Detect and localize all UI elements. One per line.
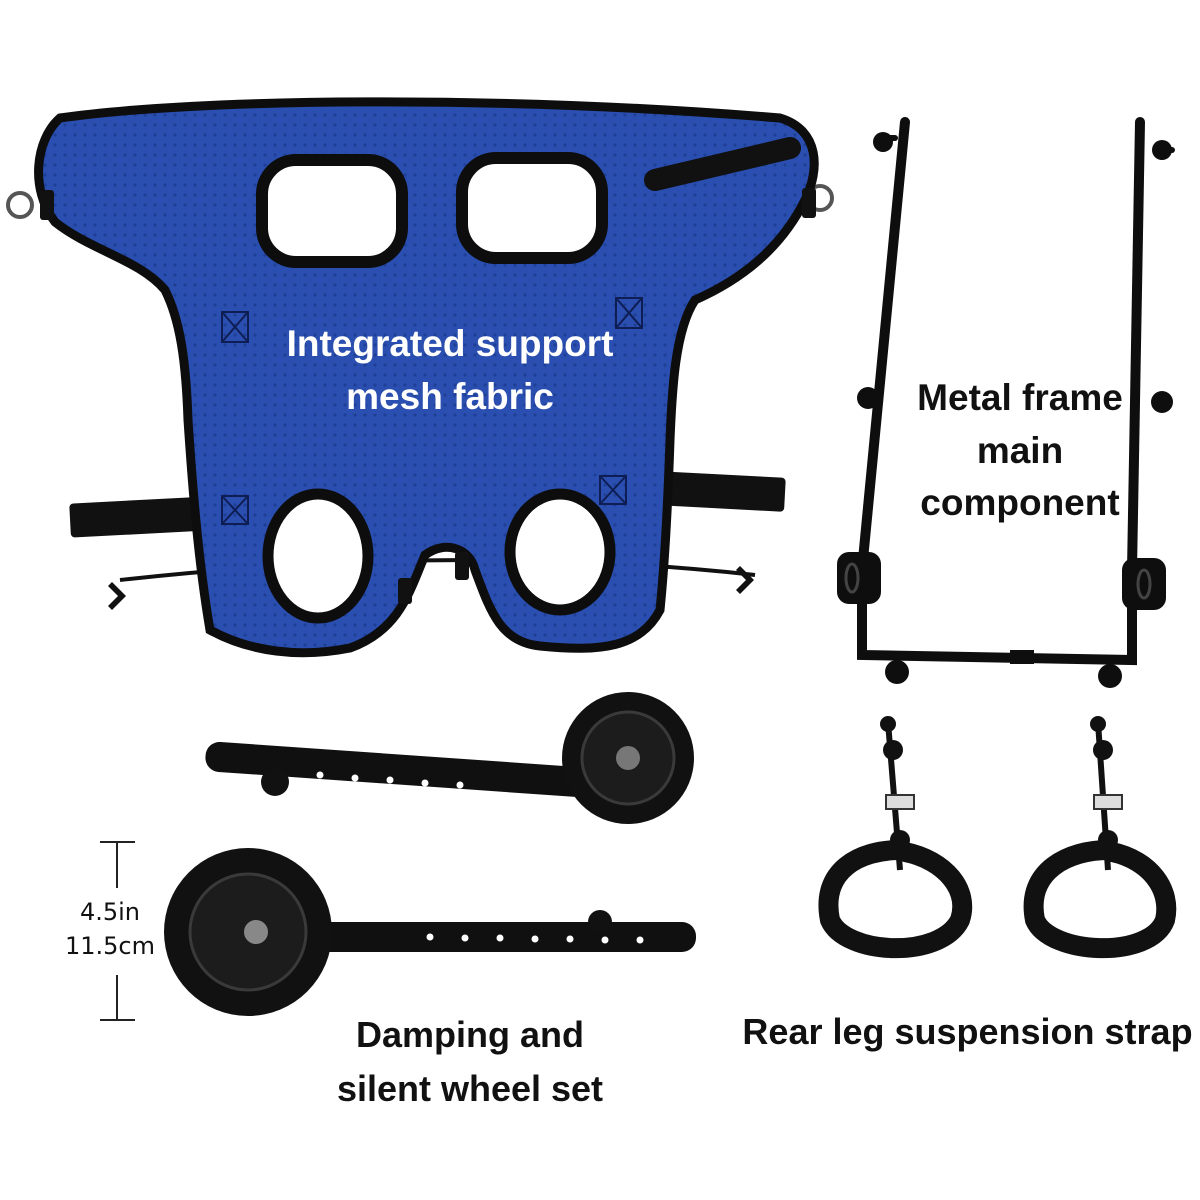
harness-label-line: Integrated support: [286, 323, 614, 364]
frame-label: Metal frame main component: [890, 372, 1150, 530]
frame-label-line: main: [976, 429, 1064, 471]
wheel-label-line: Damping and: [355, 1014, 584, 1055]
frame-label-line: Metal frame: [917, 377, 1123, 418]
frame-label-line: component: [920, 482, 1120, 524]
harness-label-line: mesh fabric: [346, 375, 554, 417]
metal-frame-icon: [837, 117, 1175, 688]
harness-label: Integrated support mesh fabric: [250, 318, 650, 423]
wheel-label-line: silent wheel set: [336, 1068, 604, 1109]
strap-label: Rear leg suspension strap: [735, 1010, 1200, 1053]
wheel-size-metric: 11.5cm: [64, 931, 155, 960]
wheel-size-imperial: 4.5in: [79, 898, 141, 926]
strap-label-text: Rear leg suspension strap: [742, 1011, 1193, 1052]
leg-strap-icon: [818, 716, 1177, 959]
dimension-bracket: [100, 841, 135, 1021]
wheel-size-label: 4.5in 11.5cm: [44, 896, 176, 963]
wheel-set-icon: [164, 692, 696, 1016]
wheel-label: Damping and silent wheel set: [300, 1008, 640, 1116]
harness-icon: [6, 97, 834, 658]
